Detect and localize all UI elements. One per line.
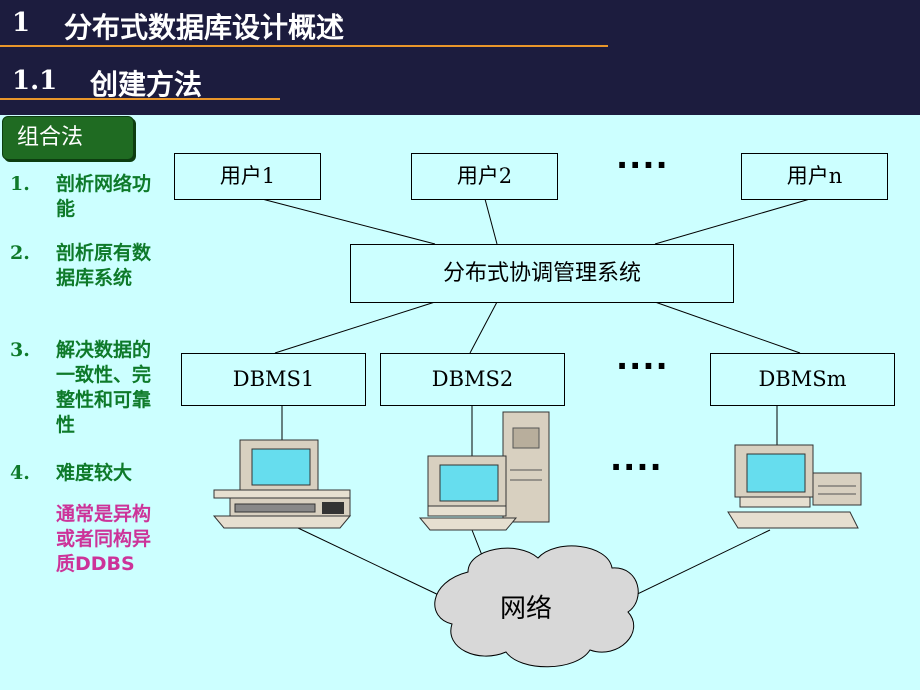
user-node-2: 用户2: [411, 153, 558, 200]
ellipsis-dbms: ····: [616, 347, 669, 385]
ellipsis-computers: ····: [610, 448, 663, 486]
item-number: 1.: [10, 173, 30, 195]
item-text: 解决数据的一致性、完整性和可靠性: [56, 339, 152, 436]
item-text: 剖析原有数据库系统: [56, 242, 152, 289]
server-computer-icon: [418, 411, 550, 531]
section-number: 1: [12, 8, 31, 38]
method-badge: 组合法: [2, 116, 134, 160]
note-text: 通常是异构或者同构异质DDBS: [56, 503, 152, 575]
subsection-number: 1.1: [12, 66, 58, 96]
item-number: 3.: [10, 339, 30, 361]
slide-header: 1 分布式数据库设计概述 1.1 创建方法: [0, 0, 920, 115]
dbms-node-1: DBMS1: [181, 353, 366, 406]
network-label: 网络: [500, 594, 553, 624]
computer-icon: [212, 439, 352, 529]
item-text: 难度较大: [56, 462, 133, 484]
network-cloud-icon: [434, 545, 639, 668]
item-number: 2.: [10, 242, 30, 264]
dbms-node-2: DBMS2: [380, 353, 565, 406]
user-node-1: 用户1: [174, 153, 321, 200]
section-title: 分布式数据库设计概述: [64, 11, 345, 44]
subsection-title: 创建方法: [90, 68, 203, 101]
subtitle-underline: [0, 98, 280, 100]
coordinator-node: 分布式协调管理系统: [350, 244, 734, 303]
ellipsis-users: ····: [616, 146, 669, 184]
title-underline: [0, 45, 608, 47]
desktop-computer-icon: [727, 444, 862, 529]
dbms-node-m: DBMSm: [710, 353, 895, 406]
item-text: 剖析网络功能: [56, 173, 152, 220]
item-number: 4.: [10, 462, 30, 484]
user-node-n: 用户n: [741, 153, 888, 200]
